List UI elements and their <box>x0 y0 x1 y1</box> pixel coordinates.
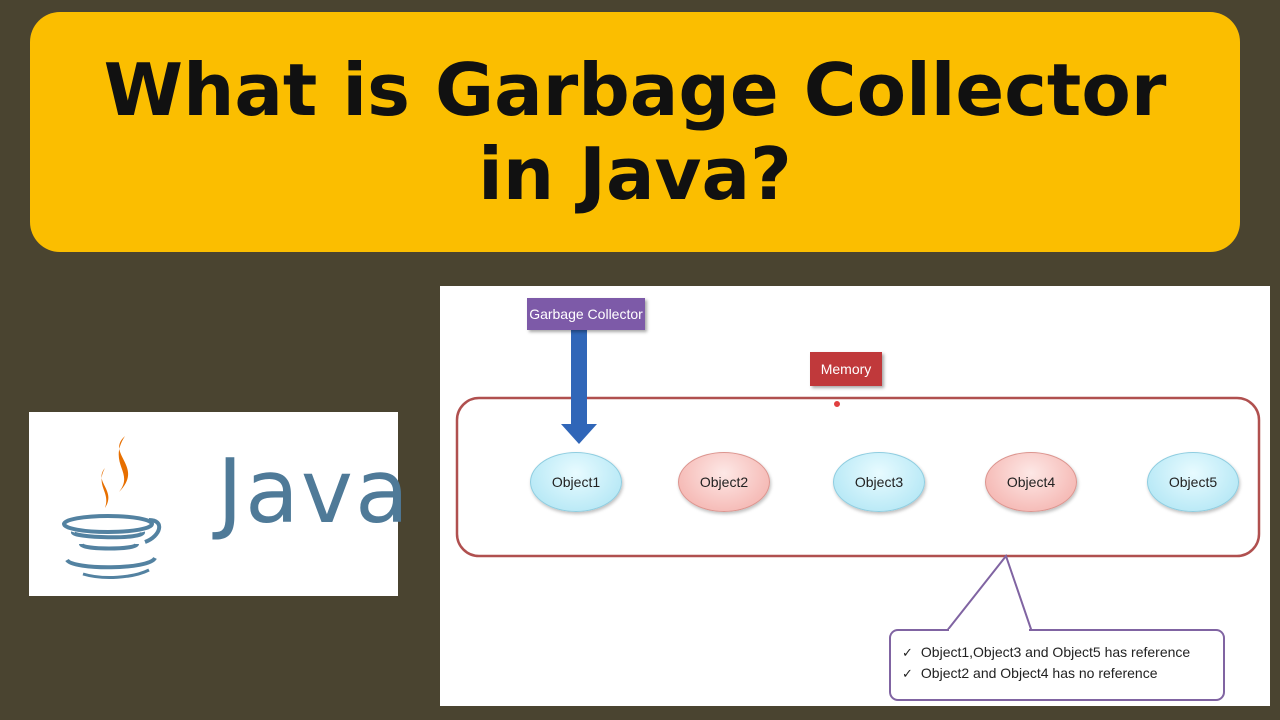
check-icon: ✓ <box>902 645 913 660</box>
callout-row: ✓ Object1,Object3 and Object5 has refere… <box>902 642 1222 663</box>
gc-arrow <box>561 330 597 444</box>
java-cup-icon <box>62 436 161 579</box>
memory-dot <box>833 400 841 408</box>
object-4: Object4 <box>985 452 1077 512</box>
diagram-lines <box>455 330 1261 701</box>
callout-line-2: Object2 and Object4 has no reference <box>920 665 1158 681</box>
gc-diagram: Garbage Collector Memory Object1 Object2… <box>440 286 1270 706</box>
title-line-1: What is Garbage Collector <box>103 48 1167 132</box>
java-logo-panel: Java <box>29 412 409 596</box>
java-wordmark: Java <box>217 440 411 543</box>
callout-row: ✓ Object2 and Object4 has no reference <box>902 663 1222 684</box>
title-line-2: in Java? <box>478 132 792 216</box>
callout-line-1: Object1,Object3 and Object5 has referenc… <box>920 644 1191 660</box>
callout-notes: ✓ Object1,Object3 and Object5 has refere… <box>902 642 1222 684</box>
title-banner: What is Garbage Collector in Java? <box>30 12 1240 252</box>
check-icon: ✓ <box>902 666 913 681</box>
callout-pointer <box>943 553 1034 633</box>
memory-label: Memory <box>810 352 882 386</box>
object-1: Object1 <box>530 452 622 512</box>
callout-box <box>889 629 1225 701</box>
object-2: Object2 <box>678 452 770 512</box>
garbage-collector-label: Garbage Collector <box>527 298 645 330</box>
object-3: Object3 <box>833 452 925 512</box>
object-5: Object5 <box>1147 452 1239 512</box>
memory-region <box>455 396 1261 558</box>
